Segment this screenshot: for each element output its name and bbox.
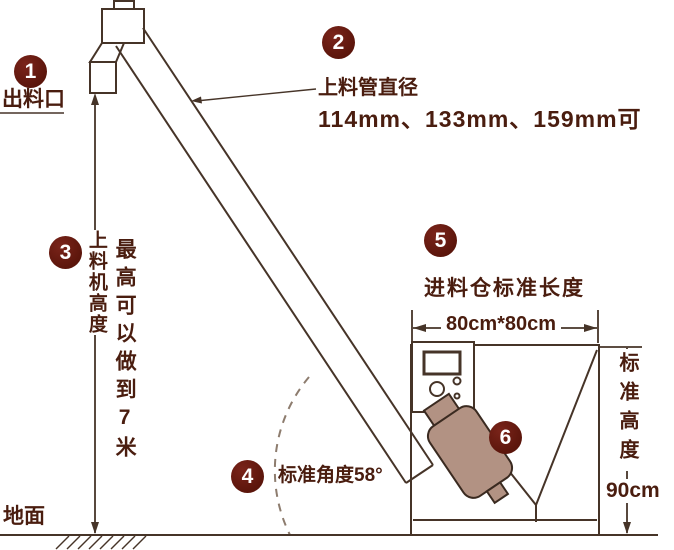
label-lift-height: 上料机高度 bbox=[85, 230, 107, 335]
pipe-leader-line bbox=[195, 88, 317, 102]
height-arrow-top bbox=[91, 93, 99, 105]
label-hopper-length-value: 80cm*80cm bbox=[441, 313, 562, 336]
badge-6-number: 6 bbox=[499, 425, 512, 449]
badge-6: 6 bbox=[489, 421, 522, 454]
motor-shaft bbox=[485, 480, 510, 505]
width-arrow-left bbox=[413, 324, 426, 332]
discharge-outlet bbox=[89, 61, 117, 94]
width-arrow-right bbox=[584, 324, 597, 332]
label-ground: 地面 bbox=[3, 505, 45, 528]
control-knob bbox=[429, 381, 445, 397]
badge-3-number: 3 bbox=[59, 240, 72, 264]
badge-3: 3 bbox=[49, 236, 82, 269]
std-height-arrow-bottom bbox=[623, 522, 631, 534]
label-lift-height-max: 最高可以做到7米 bbox=[113, 238, 137, 464]
label-outlet: 出料口 bbox=[2, 88, 65, 111]
badge-1-number: 1 bbox=[24, 59, 37, 83]
badge-4: 4 bbox=[231, 460, 264, 493]
badge-1: 1 bbox=[14, 55, 47, 88]
label-std-height-value: 90cm bbox=[603, 479, 663, 504]
pipe-leader-arrow bbox=[191, 96, 202, 104]
control-display bbox=[422, 350, 462, 376]
ground-hatching bbox=[55, 535, 147, 550]
badge-2: 2 bbox=[322, 26, 355, 59]
conveyor-tube-left-edge bbox=[115, 45, 407, 484]
discharge-funnel bbox=[88, 42, 126, 63]
head-motor-box bbox=[101, 8, 145, 44]
label-pipe-sizes: 114mm、133mm、159mm可 bbox=[318, 106, 642, 132]
label-hopper-length-title: 进料仓标准长度 bbox=[424, 277, 585, 300]
label-pipe-title: 上料管直径 bbox=[318, 77, 418, 99]
control-indicator bbox=[452, 376, 462, 386]
control-dot bbox=[453, 392, 461, 400]
label-angle: 标准角度58° bbox=[278, 465, 383, 486]
angle-arc bbox=[273, 376, 310, 536]
height-arrow-bottom bbox=[91, 522, 99, 534]
conveyor-tube-right-edge bbox=[142, 27, 434, 466]
badge-4-number: 4 bbox=[241, 464, 254, 488]
label-std-height: 标准高度 bbox=[614, 349, 639, 471]
badge-5-number: 5 bbox=[434, 228, 447, 252]
badge-5: 5 bbox=[424, 224, 457, 257]
badge-2-number: 2 bbox=[332, 30, 345, 54]
